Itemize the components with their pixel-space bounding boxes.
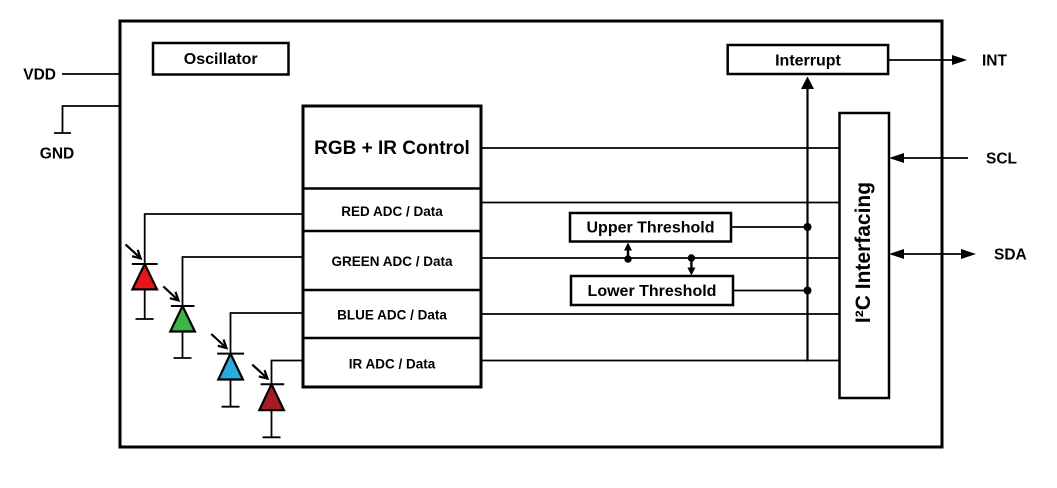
svg-text:Oscillator: Oscillator bbox=[184, 51, 258, 68]
svg-text:SDA: SDA bbox=[994, 247, 1027, 264]
svg-text:SCL: SCL bbox=[986, 151, 1017, 168]
svg-text:Upper Threshold: Upper Threshold bbox=[586, 220, 714, 237]
svg-text:Interrupt: Interrupt bbox=[775, 53, 841, 70]
svg-text:GND: GND bbox=[40, 146, 74, 163]
svg-text:VDD: VDD bbox=[23, 67, 56, 84]
svg-text:BLUE ADC / Data: BLUE ADC / Data bbox=[337, 308, 447, 323]
svg-text:RGB + IR Control: RGB + IR Control bbox=[314, 138, 470, 159]
svg-text:I²C Interfacing: I²C Interfacing bbox=[852, 182, 875, 323]
svg-text:Lower Threshold: Lower Threshold bbox=[588, 283, 717, 300]
svg-text:GREEN ADC / Data: GREEN ADC / Data bbox=[331, 254, 453, 269]
svg-text:INT: INT bbox=[982, 53, 1008, 70]
svg-text:IR ADC / Data: IR ADC / Data bbox=[349, 357, 436, 372]
svg-text:RED ADC / Data: RED ADC / Data bbox=[341, 204, 443, 219]
